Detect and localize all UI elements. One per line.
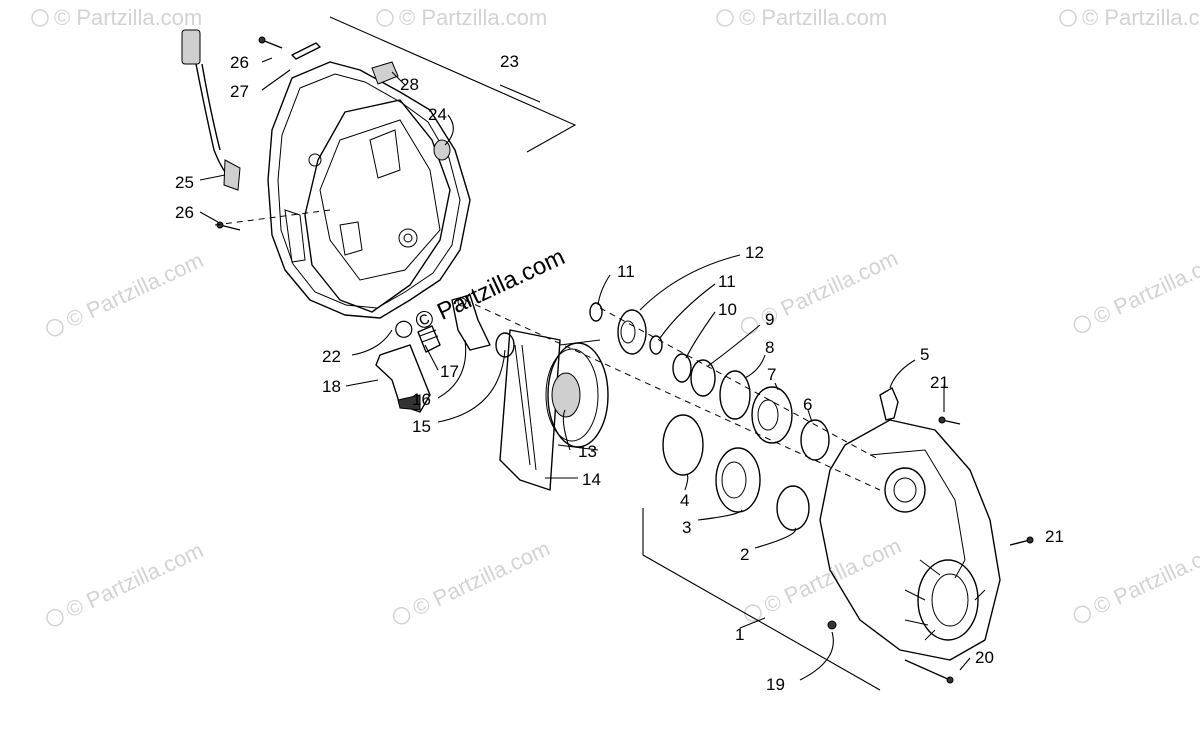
tensioner-assembly [375, 294, 491, 413]
axis-lines [214, 209, 881, 491]
watermark: © Partzilla.com [1059, 5, 1200, 30]
bracket-23 [329, 16, 577, 153]
svg-text:© Partzilla.com: © Partzilla.com [757, 245, 902, 330]
watermark: © Partzilla.com [46, 537, 207, 627]
svg-text:© Partzilla.com: © Partzilla.com [409, 535, 554, 620]
callout-26: 26 [175, 203, 194, 222]
callout-21: 21 [1045, 527, 1064, 546]
small-hardware-top [216, 36, 451, 231]
gasket [304, 99, 451, 313]
callout-5: 5 [920, 345, 929, 364]
washers [589, 302, 751, 420]
svg-text:© Partzilla.com: © Partzilla.com [1089, 244, 1200, 329]
watermark: © Partzilla.com [1073, 534, 1200, 624]
callout-12: 12 [745, 243, 764, 262]
svg-text:© Partzilla.com: © Partzilla.com [1082, 5, 1200, 30]
callout-11: 11 [617, 262, 635, 281]
watermark: © Partzilla.com [1073, 244, 1200, 334]
bolts-case [827, 416, 1034, 684]
callout-27: 27 [230, 82, 249, 101]
callout-16: 16 [412, 390, 431, 409]
fitting [879, 387, 899, 421]
svg-text:© Partzilla.com: © Partzilla.com [54, 5, 202, 30]
lower-bearing-set [662, 414, 810, 531]
svg-text:© Partzilla.com: © Partzilla.com [62, 247, 207, 332]
callout-3: 3 [682, 518, 691, 537]
watermark: © Partzilla.com [46, 247, 207, 337]
bracket-1 [642, 508, 881, 691]
svg-text:© Partzilla.com: © Partzilla.com [62, 537, 207, 622]
sensor-wire [181, 29, 241, 191]
svg-text:© Partzilla.com: © Partzilla.com [739, 5, 887, 30]
drive-chain [499, 329, 561, 491]
callout-18: 18 [322, 377, 341, 396]
callout-7: 7 [767, 365, 776, 384]
callout-25: 25 [175, 173, 194, 192]
callout-1: 1 [735, 625, 744, 644]
callouts: 1 2 3 4 5 6 7 8 9 10 11 11 12 13 14 15 1… [175, 52, 1064, 694]
case-housing [819, 419, 1001, 661]
callout-24: 24 [428, 105, 447, 124]
small-gear [617, 309, 647, 355]
callout-28: 28 [400, 75, 419, 94]
callout-13: 13 [578, 442, 597, 461]
watermark: © Partzilla.com [716, 5, 887, 30]
callout-22: 22 [322, 347, 341, 366]
callout-4: 4 [680, 491, 689, 510]
bearing-upper [751, 386, 793, 444]
watermark: © Partzilla.com [31, 5, 202, 30]
callout-20: 20 [975, 648, 994, 667]
cover-housing [267, 61, 471, 319]
callout-26: 26 [230, 53, 249, 72]
callout-9: 9 [765, 310, 774, 329]
large-sprocket [545, 339, 609, 451]
callout-8: 8 [765, 338, 774, 357]
svg-text:© Partzilla.com: © Partzilla.com [411, 243, 569, 336]
leader-lines [199, 57, 971, 681]
watermarks: © Partzilla.com © Partzilla.com © Partzi… [31, 5, 1200, 627]
callout-14: 14 [582, 470, 601, 489]
svg-text:© Partzilla.com: © Partzilla.com [399, 5, 547, 30]
watermark: © Partzilla.com [376, 5, 547, 30]
snap-ring [495, 332, 515, 358]
callout-10: 10 [718, 300, 737, 319]
callout-15: 15 [412, 417, 431, 436]
callout-2: 2 [740, 545, 749, 564]
callout-23: 23 [500, 52, 519, 71]
callout-17: 17 [440, 362, 459, 381]
callout-21: 21 [930, 373, 949, 392]
callout-19: 19 [766, 675, 785, 694]
watermark: © Partzilla.com [392, 535, 554, 625]
seal-upper [800, 419, 830, 461]
callout-6: 6 [803, 395, 812, 414]
svg-text:© Partzilla.com: © Partzilla.com [1089, 534, 1200, 619]
callout-11: 11 [718, 272, 736, 291]
watermark: © Partzilla.com [744, 533, 905, 622]
